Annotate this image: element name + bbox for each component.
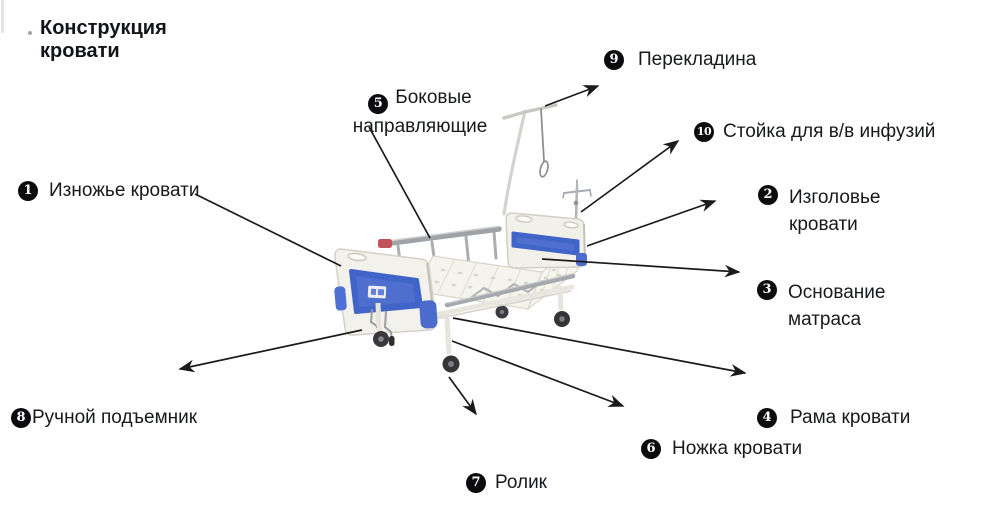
label-iv-stand: 10 Стойка для в/в инфузий	[694, 121, 935, 142]
label-bed-frame: 4 Рама кровати	[757, 407, 910, 428]
label-number-badge: 6	[641, 439, 661, 459]
diagram-title: Конструкция кровати	[40, 17, 167, 62]
arrow-to-trapeze	[544, 85, 600, 107]
label-number-badge: 8	[11, 408, 31, 428]
line-to-side-rail	[368, 126, 431, 239]
scan-artifacts	[1, 0, 32, 35]
arrow-to-headboard	[586, 199, 717, 247]
connector-lines	[178, 85, 747, 416]
label-text: Изножье кровати	[49, 180, 200, 201]
label-number-badge: 7	[466, 473, 486, 493]
label-mattress-base: 3 Основание матраса	[757, 279, 898, 333]
arrow-to-caster	[448, 376, 477, 416]
label-foot-of-bed: 1 Изножье кровати	[18, 180, 199, 201]
label-number-badge: 10	[694, 122, 714, 142]
foot-leg-caster	[373, 302, 389, 347]
arrow-to-iv-stand	[580, 140, 680, 213]
label-caster: 7 Ролик	[466, 472, 547, 493]
arrow-to-crank	[178, 329, 363, 373]
label-number-badge: 4	[757, 408, 777, 428]
label-bed-leg: 6 Ножка кровати	[641, 438, 802, 459]
arrow-to-leg	[451, 340, 625, 407]
label-number-badge: 9	[604, 50, 624, 70]
label-text: Ножка кровати	[672, 438, 803, 459]
label-text: Основание матраса	[788, 282, 886, 330]
head-leg-caster	[554, 285, 570, 327]
label-text: Боковые направляющие	[352, 87, 488, 137]
label-crossbar: 9 Перекладина	[604, 49, 756, 70]
label-number-badge: 1	[18, 181, 38, 201]
label-text: Рама кровати	[790, 407, 911, 428]
label-manual-crank: 8 Ручной подъемник	[11, 407, 197, 428]
arrow-to-frame	[452, 317, 747, 377]
label-number-badge: 5	[368, 94, 389, 114]
label-number-badge: 3	[757, 280, 777, 300]
label-text: Стойка для в/в инфузий	[723, 121, 936, 142]
headboard	[505, 212, 587, 269]
label-text: Изголовье кровати	[789, 187, 881, 235]
label-text: Ролик	[495, 472, 547, 493]
folded-side-rail	[444, 273, 576, 308]
trapeze-bar	[502, 103, 558, 216]
label-head-of-bed: 2 Изголовье кровати	[758, 184, 889, 238]
label-text: Перекладина	[638, 49, 757, 70]
label-text: Ручной подъемник	[32, 407, 198, 428]
arrow-to-mattress	[541, 258, 741, 278]
footboard	[334, 248, 438, 336]
label-number-badge: 2	[758, 185, 778, 205]
middle-leg-caster	[442, 317, 460, 373]
line-to-footboard	[194, 193, 342, 267]
